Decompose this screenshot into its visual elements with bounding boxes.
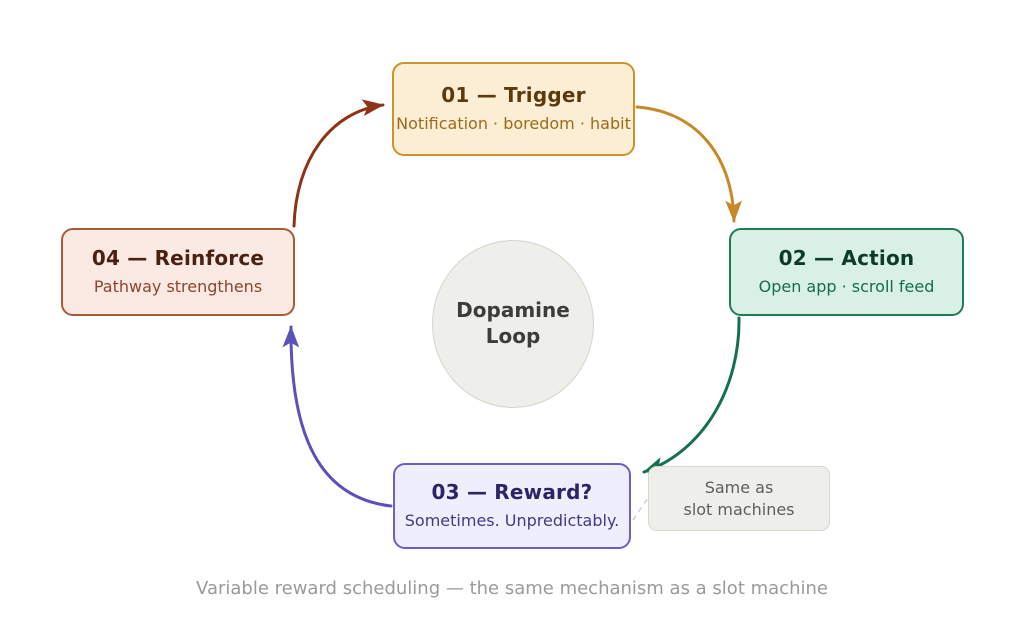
center-hub: Dopamine Loop: [432, 240, 594, 408]
node-reinforce-subtitle: Pathway strengthens: [93, 277, 263, 297]
side-note-line1: Same as: [704, 477, 774, 497]
side-note-label: Same as slot machines: [683, 477, 794, 520]
diagram-caption: Variable reward scheduling — the same me…: [196, 578, 828, 599]
node-trigger-title: 01 — Trigger: [441, 83, 586, 108]
node-action-subtitle: Open app · scroll feed: [758, 277, 935, 297]
node-reward[interactable]: 03 — Reward? Sometimes. Unpredictably.: [393, 463, 631, 549]
arrow-reinforce-to-trigger: [292, 99, 385, 228]
side-note-slot-machines: Same as slot machines: [648, 466, 830, 531]
node-action[interactable]: 02 — Action Open app · scroll feed: [729, 228, 964, 316]
side-note-line2: slot machines: [683, 499, 795, 519]
center-hub-label-line1: Dopamine: [456, 298, 570, 323]
node-reward-subtitle: Sometimes. Unpredictably.: [404, 511, 620, 531]
center-hub-label: Dopamine Loop: [456, 298, 570, 349]
node-reinforce[interactable]: 04 — Reinforce Pathway strengthens: [61, 228, 295, 316]
node-action-title: 02 — Action: [778, 246, 915, 271]
arrow-action-to-reward: [642, 316, 741, 474]
arrow-trigger-to-action: [635, 105, 743, 223]
center-hub-label-line2: Loop: [485, 324, 541, 348]
node-trigger-subtitle: Notification · boredom · habit: [396, 114, 631, 134]
node-reward-title: 03 — Reward?: [431, 480, 593, 505]
node-reinforce-title: 04 — Reinforce: [91, 246, 265, 271]
node-trigger[interactable]: 01 — Trigger Notification · boredom · ha…: [392, 62, 635, 156]
arrow-reward-to-reinforce: [282, 325, 393, 508]
